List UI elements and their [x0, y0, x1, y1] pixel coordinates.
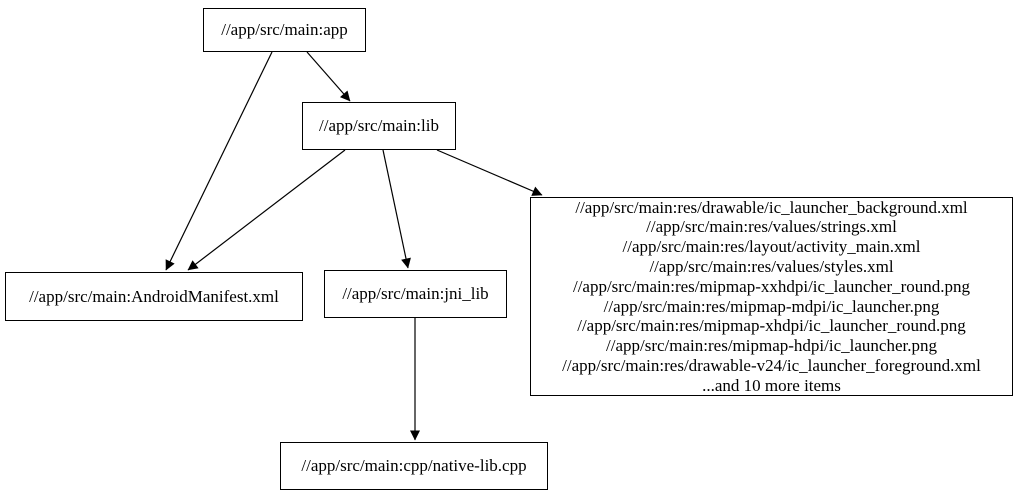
graph-node-jni-lib-label: //app/src/main:jni_lib [342, 284, 489, 304]
graph-node-native-lib-label: //app/src/main:cpp/native-lib.cpp [301, 456, 527, 476]
resource-item: //app/src/main:res/drawable-v24/ic_launc… [562, 355, 981, 375]
resource-item: //app/src/main:res/mipmap-xhdpi/ic_launc… [577, 316, 966, 336]
graph-node-resources: //app/src/main:res/drawable/ic_launcher_… [530, 197, 1013, 396]
graph-node-app-label: //app/src/main:app [221, 20, 348, 40]
graph-node-lib-label: //app/src/main:lib [319, 116, 439, 136]
resource-item: //app/src/main:res/values/strings.xml [646, 217, 897, 237]
edge-app-manifest [165, 51, 273, 271]
edge-lib-manifest [187, 149, 346, 271]
resource-item: //app/src/main:res/layout/activity_main.… [622, 237, 921, 257]
graph-node-android-manifest-label: //app/src/main:AndroidManifest.xml [29, 286, 279, 306]
graph-node-native-lib: //app/src/main:cpp/native-lib.cpp [280, 442, 548, 490]
edge-lib-jni-lib [382, 149, 411, 269]
edge-app-lib [306, 51, 351, 102]
resource-item: //app/src/main:res/mipmap-xxhdpi/ic_laun… [572, 276, 971, 296]
graph-node-app: //app/src/main:app [203, 8, 366, 52]
graph-node-lib: //app/src/main:lib [302, 102, 456, 150]
edge-lib-resources [436, 149, 543, 196]
resource-more-items-label: ...and 10 more items [702, 375, 841, 395]
resource-item: //app/src/main:res/mipmap-mdpi/ic_launch… [603, 296, 940, 316]
graph-node-android-manifest: //app/src/main:AndroidManifest.xml [5, 272, 303, 321]
graph-node-jni-lib: //app/src/main:jni_lib [324, 270, 507, 318]
resource-item: //app/src/main:res/drawable/ic_launcher_… [575, 197, 968, 217]
resource-item: //app/src/main:res/values/styles.xml [649, 256, 894, 276]
resource-item: //app/src/main:res/mipmap-hdpi/ic_launch… [606, 336, 937, 356]
